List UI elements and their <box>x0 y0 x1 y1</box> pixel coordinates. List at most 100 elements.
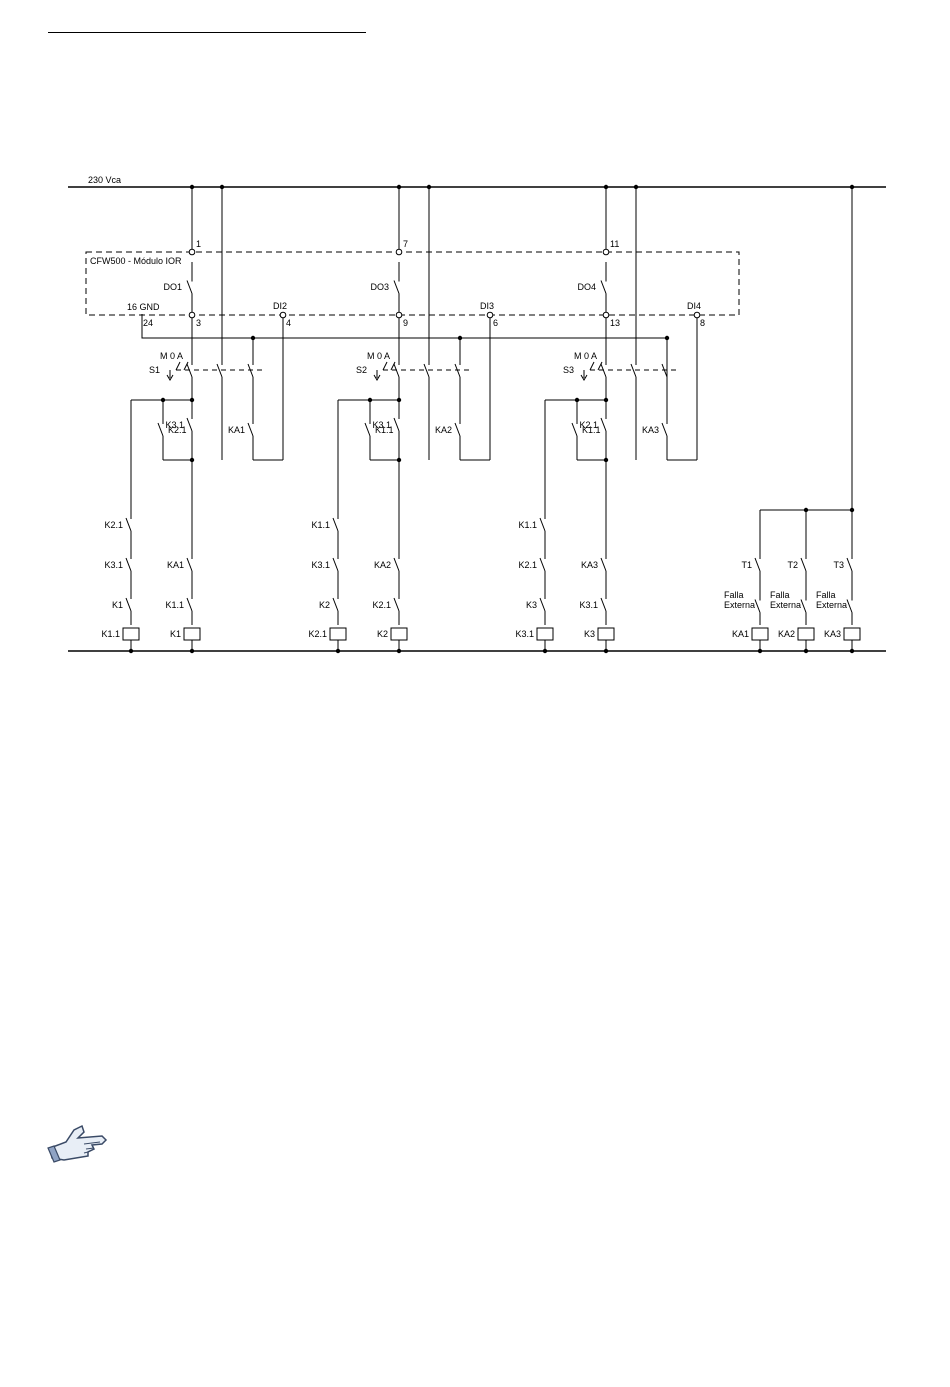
contact-label: T2 <box>787 560 798 570</box>
chain-contact: K1.1 <box>518 505 546 545</box>
coil-right: K3 <box>584 627 615 641</box>
junction-dot <box>335 648 341 654</box>
coil-right: K1 <box>170 627 201 641</box>
contact-label: K3.1 <box>165 420 184 430</box>
terminal <box>188 311 196 319</box>
external-fault-contact <box>800 588 807 625</box>
switch-mode-label: M 0 A <box>367 351 390 361</box>
contact-label: K2 <box>319 600 330 610</box>
switch-label: S3 <box>563 365 574 375</box>
contact-label: K2.1 <box>518 560 537 570</box>
header-rule <box>48 32 366 33</box>
chain-contact: K2 <box>319 585 339 625</box>
coil-box <box>183 627 201 641</box>
chain-contact: K1 <box>112 585 132 625</box>
thermal-coil: KA2 <box>778 627 815 641</box>
contact-blade <box>539 557 546 572</box>
coil-label: K1.1 <box>101 629 120 639</box>
contact-label: KA3 <box>581 560 598 570</box>
parallel-contact: K1.1 <box>364 410 394 450</box>
do-label: DO1 <box>163 282 182 292</box>
contact-blade <box>364 422 371 437</box>
contact-blade <box>332 557 339 572</box>
parallel-contact: K3.1 <box>165 400 193 450</box>
junction-dot <box>396 184 402 190</box>
thermal-contact: T2 <box>787 545 807 585</box>
module-label: CFW500 - Módulo IOR <box>90 256 182 266</box>
contact-blade <box>754 599 761 613</box>
parallel-contact: K2.1 <box>157 410 187 450</box>
thermal-contact: T1 <box>741 545 761 585</box>
contact-blade <box>600 597 607 612</box>
selector-contact <box>393 362 400 380</box>
thermal-coil: KA1 <box>732 627 769 641</box>
coil-label: K3 <box>584 629 595 639</box>
contact-label: KA1 <box>228 425 245 435</box>
contact-label: K3.1 <box>372 420 391 430</box>
junction-dot <box>189 648 195 654</box>
coil-label: K3.1 <box>515 629 534 639</box>
junction-dot <box>219 184 225 190</box>
contact-blade <box>247 422 254 437</box>
contact-blade <box>800 599 807 613</box>
coil-label: KA2 <box>778 629 795 639</box>
switch-label: S1 <box>149 365 160 375</box>
coil-label: K1 <box>170 629 181 639</box>
external-fault-label: Externa <box>770 600 801 610</box>
contact-label: T3 <box>833 560 844 570</box>
contact-blade <box>800 557 807 572</box>
external-fault-contact <box>754 588 761 625</box>
pointing-hand-icon <box>47 1124 108 1163</box>
contact-label: K3.1 <box>104 560 123 570</box>
do-label: DO4 <box>577 282 596 292</box>
external-fault-label: Falla <box>816 590 836 600</box>
selector-tick <box>175 361 181 371</box>
di-terminal-label: 4 <box>286 318 291 328</box>
do-out-terminal-label: 9 <box>403 318 408 328</box>
terminal <box>602 311 610 319</box>
contact-label: K1.1 <box>518 520 537 530</box>
di-terminal-label: 6 <box>493 318 498 328</box>
contact-blade <box>332 597 339 612</box>
coil-left: K2.1 <box>308 627 347 641</box>
selector-tick <box>183 361 189 371</box>
external-fault-contact <box>846 588 853 625</box>
chain-contact: K2.1 <box>104 505 132 545</box>
selector-arrow <box>373 370 381 381</box>
contact-blade <box>216 363 223 378</box>
contact-blade <box>846 599 853 613</box>
contact-label: KA1 <box>167 560 184 570</box>
ka-contact-upper <box>661 362 668 380</box>
switch-mode-label: M 0 A <box>574 351 597 361</box>
selector-tick <box>382 361 388 371</box>
contact-blade <box>247 363 254 378</box>
ka-contact-upper <box>247 362 254 380</box>
coil-label: KA1 <box>732 629 749 639</box>
wiring-diagram: 230 Vca CFW500 - Módulo IOR 16 GND 24 1D… <box>68 175 886 654</box>
contact-blade <box>125 597 132 612</box>
contact-label: K3 <box>526 600 537 610</box>
contact-blade <box>186 280 193 294</box>
contact-label: K1.1 <box>311 520 330 530</box>
coil-right: K2 <box>377 627 408 641</box>
contact-label: K1 <box>112 600 123 610</box>
chain-contact: K3 <box>526 585 546 625</box>
chain-contact: K2.1 <box>372 585 400 625</box>
contact-blade <box>600 280 607 294</box>
coil-box <box>329 627 347 641</box>
junction-dot <box>128 648 134 654</box>
coil-box <box>122 627 140 641</box>
contact-label: KA2 <box>435 425 452 435</box>
contact-blade <box>539 517 546 532</box>
thermal-contact: T3 <box>833 545 853 585</box>
contact-label: K1.1 <box>165 600 184 610</box>
external-fault-label: Falla <box>770 590 790 600</box>
do-contact <box>186 262 193 313</box>
contact-blade <box>571 422 578 437</box>
contact-blade <box>454 363 461 378</box>
chain-contact: KA3 <box>581 545 607 585</box>
